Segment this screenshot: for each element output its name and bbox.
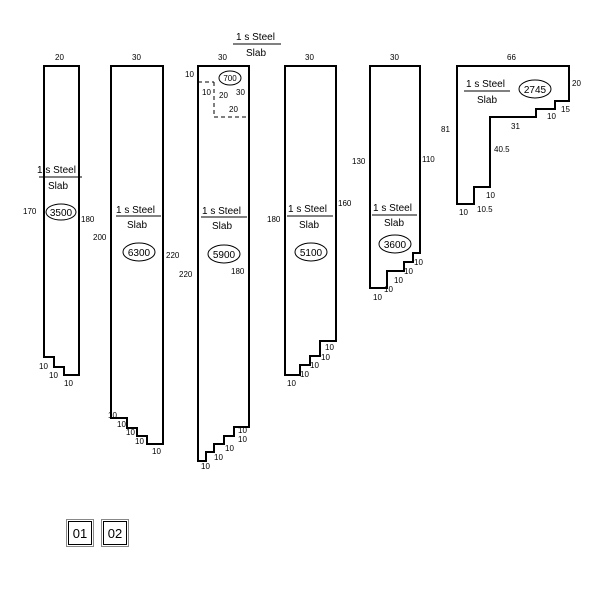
profile-3-dim-right: 180 (231, 267, 245, 276)
profile-4-dim-b4: 10 (300, 370, 309, 379)
profile-4-material-top: 1 s Steel (288, 204, 327, 215)
profile-5-material-top: 1 s Steel (373, 203, 412, 214)
profile-6-outline (456, 65, 570, 205)
profile-3-notch-value: 700 (223, 74, 237, 83)
profile-1-value: 3500 (50, 208, 73, 219)
profile-3-dim-b2: 10 (238, 435, 247, 444)
profile-1-material-top: 1 s Steel (37, 165, 76, 176)
profile-4-dim-right: 160 (338, 199, 352, 208)
profile-6-dim-right: 20 (572, 79, 581, 88)
profile-1-dim-left: 170 (23, 207, 37, 216)
profile-3-dim-n1: 10 (185, 70, 194, 79)
profile-3-dim-n3: 20 (219, 91, 228, 100)
profile-2-outline (110, 65, 164, 445)
profile-3: 1 s Steel Slab 700 30 10 10 20 30 20 220… (179, 32, 281, 471)
profile-4-material-bottom: Slab (299, 220, 319, 231)
profile-2-dim-right: 220 (166, 251, 180, 260)
profile-4-value: 5100 (300, 248, 323, 259)
profile-6-dim-s2: 10 (547, 112, 556, 121)
profile-4-outline (284, 65, 337, 376)
profile-5-dim-right: 110 (422, 155, 435, 164)
profile-2: 30 200 220 1 s Steel Slab 6300 10 10 10 … (93, 53, 180, 456)
profile-6-dim-top: 66 (507, 53, 516, 62)
profile-1-dim-top: 20 (55, 53, 64, 62)
profile-2-dim-b3: 10 (126, 428, 135, 437)
profile-1-dim-right: 180 (81, 215, 95, 224)
profile-5-dim-b4: 10 (384, 285, 393, 294)
profile-2-value-ellipse (122, 242, 156, 262)
profile-4-value-ellipse (294, 242, 328, 262)
profile-3-dim-top: 30 (218, 53, 227, 62)
profile-3-material-top: 1 s Steel (202, 206, 241, 217)
profile-5-dim-top: 30 (390, 53, 399, 62)
profile-1-dim-b3: 10 (64, 379, 73, 388)
profile-2-dim-b4: 10 (135, 437, 144, 446)
profile-2-dim-b1: 10 (108, 411, 117, 420)
profile-2-dim-left: 200 (93, 233, 107, 242)
page-02-button[interactable]: 02 (101, 519, 129, 547)
profile-6-value: 2745 (524, 85, 547, 96)
profile-6-dim-left: 81 (441, 125, 450, 134)
profile-3-value-ellipse (207, 244, 241, 264)
profile-5-dim-b2: 10 (404, 267, 413, 276)
profile-5-dim-b1: 10 (414, 258, 423, 267)
profile-3-dim-n4: 30 (236, 88, 245, 97)
profile-1-outline (43, 65, 80, 376)
profile-5-dim-b5: 10 (373, 293, 382, 302)
profile-3-dim-b5: 10 (201, 462, 210, 471)
profile-3-notch-dashed (213, 82, 249, 118)
profile-4-dim-b5: 10 (287, 379, 296, 388)
profile-2-dim-b5: 10 (152, 447, 161, 456)
profile-6-dim-s6: 10.5 (477, 205, 493, 214)
profile-2-material-bottom: Slab (127, 220, 147, 231)
profile-1-material-bottom: Slab (48, 181, 68, 192)
profile-4: 30 180 160 1 s Steel Slab 5100 10 10 10 … (267, 53, 352, 388)
profile-3-value: 5900 (213, 250, 236, 261)
profile-6-dim-s5: 10 (486, 191, 495, 200)
profile-5-value-ellipse (378, 234, 412, 254)
profile-4-dim-b3: 10 (310, 361, 319, 370)
profile-3-outline (197, 65, 250, 462)
profile-6: 66 20 81 1 s Steel Slab 2745 15 10 31 40… (441, 53, 581, 217)
profile-6-dim-s3: 31 (511, 122, 520, 131)
profile-4-dim-top: 30 (305, 53, 314, 62)
profile-1: 20 170 180 1 s Steel Slab 3500 10 10 10 (23, 53, 95, 388)
page-01-button[interactable]: 01 (66, 519, 94, 547)
profile-5-dim-left: 130 (352, 157, 366, 166)
profile-3-dim-b3: 10 (225, 444, 234, 453)
profile-4-dim-b1: 10 (325, 343, 334, 352)
profile-2-material-top: 1 s Steel (116, 205, 155, 216)
profile-3-header-material-top: 1 s Steel (236, 32, 275, 43)
profile-2-dim-b2: 10 (117, 420, 126, 429)
profile-1-dim-b2: 10 (49, 371, 58, 380)
profile-1-value-ellipse (45, 203, 77, 221)
profile-6-dim-s4: 40.5 (494, 145, 510, 154)
profile-6-dim-s1: 15 (561, 105, 570, 114)
profile-5-value: 3600 (384, 240, 407, 251)
profile-4-dim-b2: 10 (321, 353, 330, 362)
profile-3-dim-b1: 10 (238, 426, 247, 435)
profile-6-material-top: 1 s Steel (466, 79, 505, 90)
profile-2-value: 6300 (128, 248, 151, 259)
profile-1-dim-b1: 10 (39, 362, 48, 371)
profile-3-material-bottom: Slab (212, 221, 232, 232)
profile-3-dim-b4: 10 (214, 453, 223, 462)
profile-3-notch-ellipse (218, 70, 242, 86)
profile-4-dim-left: 180 (267, 215, 281, 224)
profile-6-material-bottom: Slab (477, 95, 497, 106)
profile-5-material-bottom: Slab (384, 218, 404, 229)
profile-2-dim-top: 30 (132, 53, 141, 62)
profile-3-dim-n5: 20 (229, 105, 238, 114)
profile-5-outline (369, 65, 421, 289)
profile-5: 30 130 110 1 s Steel Slab 3600 10 10 10 … (352, 53, 435, 302)
profile-3-dim-left: 220 (179, 270, 193, 279)
profile-6-value-ellipse (518, 79, 552, 99)
profile-6-dim-s7: 10 (459, 208, 468, 217)
profile-3-header-material-bottom: Slab (246, 48, 266, 59)
profile-3-dim-n2: 10 (202, 88, 211, 97)
profile-5-dim-b3: 10 (394, 276, 403, 285)
